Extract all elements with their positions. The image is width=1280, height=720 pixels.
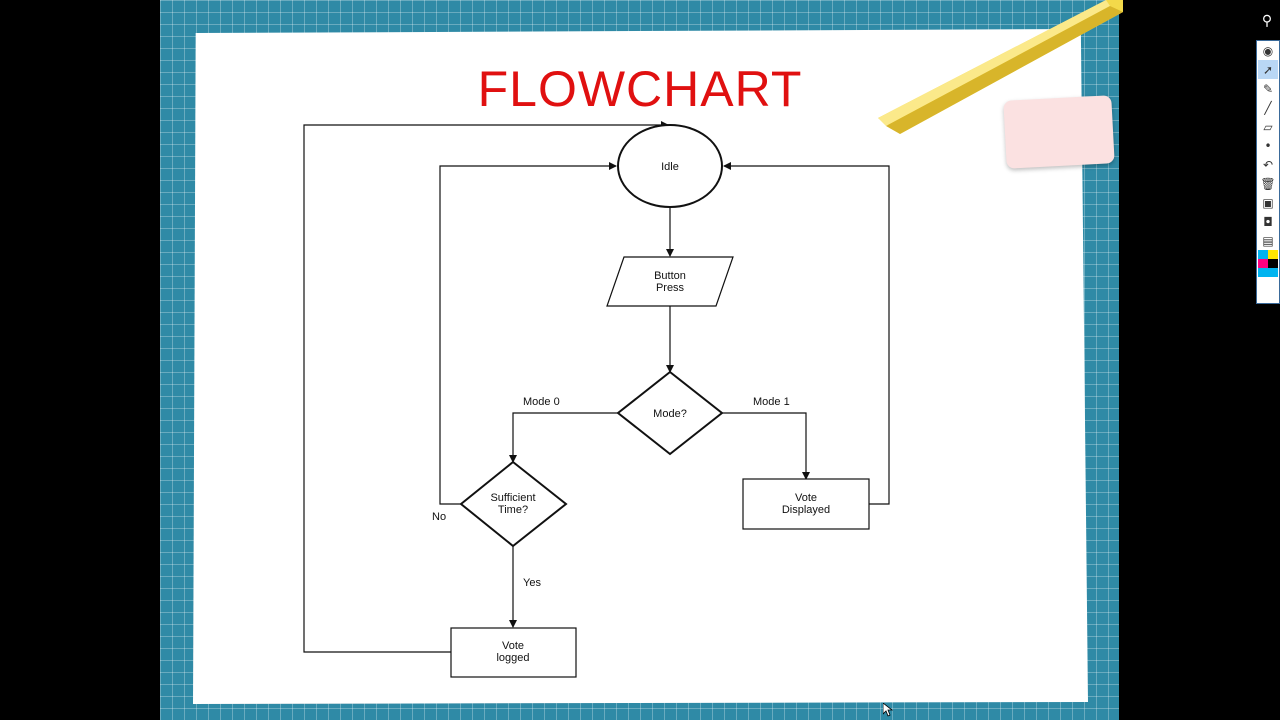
node-mode-label: Mode?: [653, 408, 687, 420]
pen-icon[interactable]: ✎: [1262, 81, 1274, 96]
edge-label-no: No: [432, 511, 446, 523]
color-swatches: [1258, 250, 1278, 277]
edge-logged-to-idle: [303, 121, 669, 653]
pin-icon[interactable]: ⚲: [1261, 13, 1273, 29]
edge-mode1: [722, 412, 810, 480]
swatch-black[interactable]: [1268, 259, 1278, 268]
camera-icon[interactable]: ◘: [1263, 214, 1273, 229]
edge-displayed-to-idle: [723, 162, 890, 505]
node-vote-displayed-label-1: Vote: [795, 492, 817, 504]
node-idle-shape: [617, 124, 723, 208]
swatch-cyan[interactable]: [1258, 250, 1268, 259]
node-button-press-label-1: Button: [654, 270, 686, 282]
mouse-cursor-icon: [883, 703, 893, 717]
annotation-toolbar: ◉ ➚ ✎ ╱ ▱ • ↶ 🗑 ▣ ◘ ▤: [1256, 40, 1280, 304]
edge-mode0: [509, 412, 618, 463]
whiteboard-icon[interactable]: ▣: [1262, 195, 1274, 210]
slide-title: FLOWCHART: [477, 61, 803, 117]
node-vote-displayed-label-2: Displayed: [782, 504, 830, 516]
edge-label-mode0: Mode 0: [523, 396, 560, 408]
edge-label-yes: Yes: [523, 577, 541, 589]
eraser-icon[interactable]: ▱: [1263, 119, 1273, 134]
swatch-yellow[interactable]: [1268, 250, 1278, 259]
node-button-press-shape: [606, 256, 734, 307]
edge-label-mode1: Mode 1: [753, 396, 790, 408]
swatch-cyan-3[interactable]: [1268, 268, 1278, 277]
swatch-magenta[interactable]: [1258, 259, 1268, 268]
node-sufficient-time-label-2: Time?: [498, 504, 528, 516]
line-icon[interactable]: ╱: [1264, 100, 1272, 115]
dot-icon[interactable]: •: [1264, 138, 1272, 153]
undo-icon[interactable]: ↶: [1262, 157, 1274, 172]
node-mode-shape: [616, 370, 724, 456]
edge-no-to-idle: [439, 162, 617, 505]
pointer-icon[interactable]: ➚: [1258, 60, 1278, 79]
swatch-cyan-2[interactable]: [1258, 268, 1268, 277]
node-sufficient-time-shape: [459, 460, 568, 548]
eye-icon[interactable]: ◉: [1262, 43, 1274, 58]
node-vote-logged-label-2: logged: [496, 652, 529, 664]
clipboard-icon[interactable]: ▤: [1262, 233, 1274, 248]
node-button-press-label-2: Press: [656, 282, 685, 294]
trash-icon[interactable]: 🗑: [1260, 176, 1276, 191]
node-vote-logged-label-1: Vote: [502, 640, 524, 652]
slide-background: [160, 0, 1119, 720]
node-idle-label: Idle: [661, 161, 679, 173]
pencil-decoration: [878, 0, 1123, 134]
node-vote-logged-shape: [450, 627, 577, 678]
node-vote-displayed-shape: [742, 478, 870, 530]
node-sufficient-time-label-1: Sufficient: [490, 492, 535, 504]
